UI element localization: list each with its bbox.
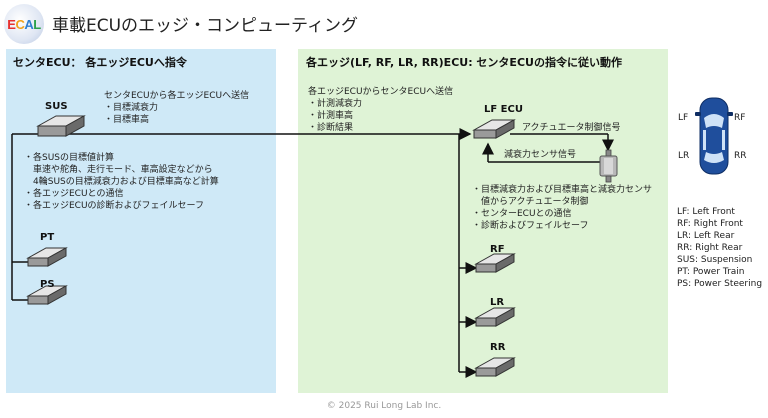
car-lf-label: LF <box>678 113 689 123</box>
center-task-line-2: 車速や舵角、走行モード、車高設定などから <box>24 165 213 175</box>
car-lr-label: LR <box>678 151 690 161</box>
legend-item: PS: Power Steering <box>677 279 763 289</box>
edge-send-line-3: ・計測車高 <box>308 111 354 121</box>
center-task-line-3: 4輪SUSの目標減衰力および目標車高など計算 <box>24 177 219 187</box>
center-task-line-1: ・各SUSの目標値計算 <box>24 153 115 163</box>
rr-ecu-box <box>474 357 516 377</box>
sensor-signal-label: 減衰力センサ信号 <box>504 150 577 160</box>
lf-ecu-label: LF ECU <box>484 104 523 115</box>
ecal-logo: ECAL <box>4 4 44 44</box>
car-rr-label: RR <box>734 151 747 161</box>
edge-task-line-3: ・センターECUとの通信 <box>472 209 572 219</box>
page-title: 車載ECUのエッジ・コンピューティング <box>52 16 359 36</box>
rf-ecu-box <box>474 253 516 273</box>
center-task-line-5: ・各エッジECUの診断およびフェイルセーフ <box>24 201 205 211</box>
pt-ecu-box <box>26 247 68 267</box>
center-send-line-2: ・目標減衰力 <box>104 103 159 113</box>
legend-item: LF: Left Front <box>677 207 735 217</box>
rf-ecu-label: RF <box>490 244 505 255</box>
edge-send-line-4: ・診断結果 <box>308 123 354 133</box>
edge-task-line-2: 値からアクチュエータ制御 <box>472 197 589 207</box>
car-top-view-icon <box>695 97 733 175</box>
legend-item: RR: Right Rear <box>677 243 743 253</box>
center-task-line-4: ・各エッジECUとの通信 <box>24 189 124 199</box>
legend-item: LR: Left Rear <box>677 231 735 241</box>
center-send-line-3: ・目標車高 <box>104 115 150 125</box>
edge-send-line-1: 各エッジECUからセンタECUへ送信 <box>308 87 454 97</box>
edge-task-line-4: ・診断およびフェイルセーフ <box>472 221 589 231</box>
ps-label: PS <box>40 279 55 290</box>
legend-item: PT: Power Train <box>677 267 745 277</box>
center-panel-header: センタECU： 各エッジECUへ指令 <box>13 56 187 69</box>
car-rf-label: RF <box>734 113 746 123</box>
damper-actuator-icon <box>599 149 618 183</box>
sus-label: SUS <box>45 101 68 112</box>
lr-ecu-label: LR <box>490 297 505 308</box>
center-ecu-panel <box>6 49 276 393</box>
logo-text: ECAL <box>7 16 41 32</box>
lf-ecu-box <box>472 119 516 139</box>
sus-ecu-box <box>36 115 86 137</box>
edge-ecu-panel <box>298 49 668 393</box>
edge-task-line-1: ・目標減衰力および目標車高と減衰力センサ <box>472 185 653 195</box>
abbreviation-legend: LF: Left Front RF: Right Front LR: Left … <box>677 206 762 290</box>
lr-ecu-box <box>474 307 516 327</box>
rr-ecu-label: RR <box>490 342 506 353</box>
center-send-line-1: センタECUから各エッジECUへ送信 <box>104 91 250 101</box>
pt-label: PT <box>40 232 55 243</box>
copyright-footer: © 2025 Rui Long Lab Inc. <box>326 401 442 411</box>
actuator-signal-label: アクチュエータ制御信号 <box>522 123 621 133</box>
edge-panel-header: 各エッジ(LF, RF, LR, RR)ECU: センタECUの指令に従い動作 <box>306 56 622 69</box>
legend-item: SUS: Suspension <box>677 255 753 265</box>
legend-item: RF: Right Front <box>677 219 743 229</box>
edge-send-line-2: ・計測減衰力 <box>308 99 363 109</box>
ps-ecu-box <box>26 285 68 305</box>
